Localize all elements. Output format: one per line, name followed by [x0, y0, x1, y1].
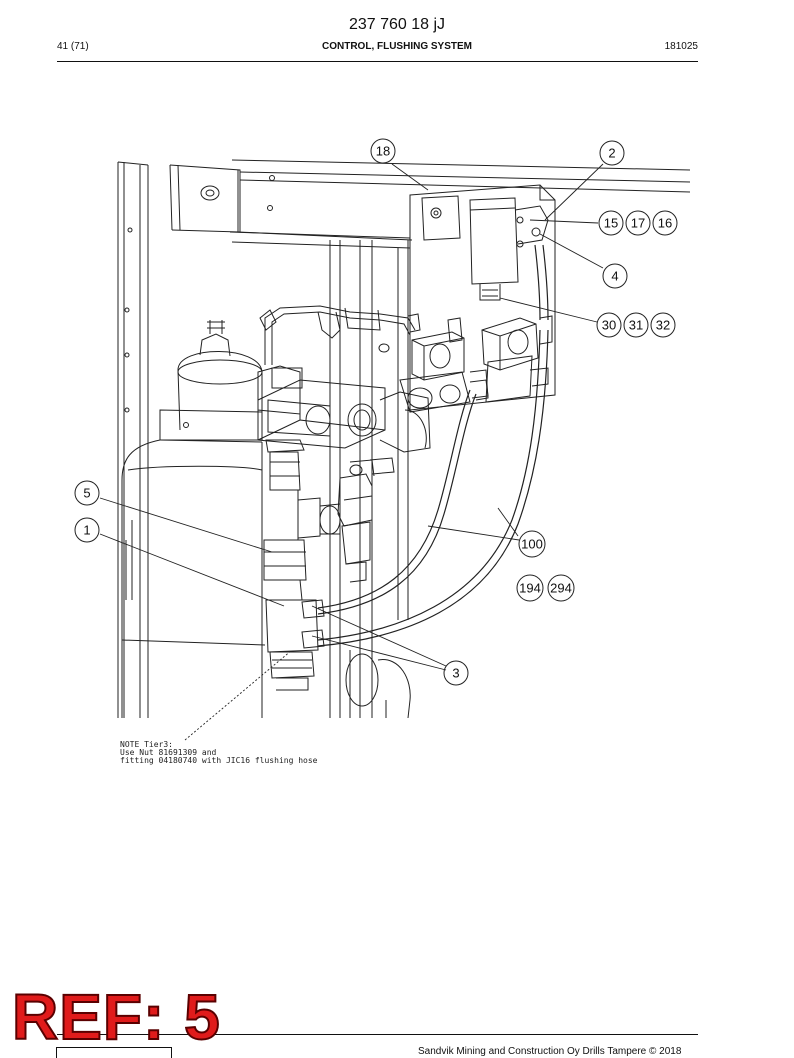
- page-title: CONTROL, FLUSHING SYSTEM: [322, 41, 472, 52]
- callout-balloons: [74, 138, 678, 686]
- callout-4: 4: [611, 269, 618, 284]
- outlet-elbow: [345, 650, 411, 719]
- solenoid-valve-upper: [399, 317, 489, 413]
- pressure-switch: [337, 457, 395, 583]
- callout-32: 32: [656, 318, 670, 333]
- note-line-3: fitting 04180740 with JIC16 flushing hos…: [120, 756, 318, 765]
- page-number: 41 (71): [57, 41, 89, 52]
- note-line-1: NOTE Tier3:: [120, 740, 173, 749]
- main-valve-block: [257, 365, 431, 453]
- tier3-note: NOTE Tier3: Use Nut 81691309 and fitting…: [120, 740, 318, 765]
- check-valve-stack: [263, 439, 341, 691]
- footer-copyright: Sandvik Mining and Construction Oy Drill…: [418, 1046, 682, 1057]
- valve-mounting-plate: [378, 184, 556, 411]
- callout-5: 5: [83, 486, 90, 501]
- callout-2: 2: [608, 146, 615, 161]
- callout-30: 30: [602, 318, 616, 333]
- ref-stamp: REF: 5: [11, 981, 221, 1053]
- callout-18: 18: [376, 144, 390, 159]
- callout-31: 31: [629, 318, 643, 333]
- header-rule: [57, 61, 698, 62]
- callout-1: 1: [83, 523, 90, 538]
- callout-16: 16: [658, 216, 672, 231]
- leader-lines: [99, 163, 604, 741]
- solenoid-valve-right: [469, 315, 553, 403]
- flushing-hoses: [301, 244, 549, 649]
- callout-194: 194: [519, 581, 541, 596]
- document-number: 237 760 18 jJ: [348, 16, 446, 33]
- pipework: [259, 305, 421, 365]
- callout-294: 294: [550, 581, 572, 596]
- note-line-2: Use Nut 81691309 and: [120, 748, 217, 757]
- callout-3: 3: [452, 666, 459, 681]
- pressure-tank: [121, 320, 266, 718]
- callout-17: 17: [631, 216, 645, 231]
- callout-100: 100: [521, 537, 543, 552]
- date-code: 181025: [664, 41, 698, 52]
- footer-rule: [57, 1034, 698, 1035]
- callout-15: 15: [604, 216, 618, 231]
- frame-structure: [117, 159, 691, 718]
